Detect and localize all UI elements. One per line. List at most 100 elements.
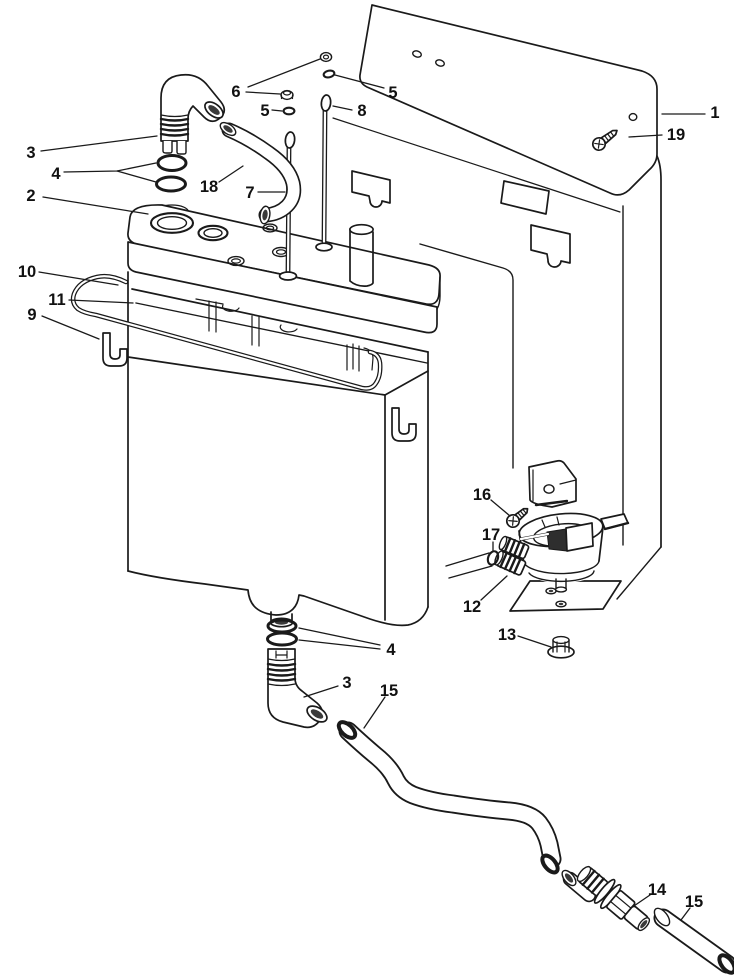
elbow-collar-ribs xyxy=(266,662,297,682)
panel-right-edge xyxy=(656,155,662,548)
lid-grommet-inner xyxy=(203,227,223,238)
handle-wire xyxy=(70,273,383,391)
lid-front-face xyxy=(127,241,438,334)
connector-tube-opening xyxy=(564,873,574,883)
callout-label-5-right: 5 xyxy=(388,84,397,102)
pump-assembly xyxy=(445,459,630,659)
callout-label-4-bottom: 4 xyxy=(386,641,396,659)
leader-line-5-right xyxy=(334,74,385,89)
o-ring xyxy=(266,631,298,647)
callout-label-3-top: 3 xyxy=(26,144,35,162)
lid-hole-inner xyxy=(265,225,275,231)
lid-filler-hole-inner xyxy=(156,215,188,230)
callout-label-5-left: 5 xyxy=(260,102,269,120)
handle-wire-core xyxy=(72,275,382,390)
foot-hole xyxy=(558,602,564,606)
hose-18-end-opening xyxy=(262,209,268,221)
nut-6-facets xyxy=(280,94,294,100)
bracket-foot xyxy=(509,580,622,612)
hose-18-core xyxy=(223,124,300,221)
hose-15-end xyxy=(653,907,671,927)
callout-label-4-top: 4 xyxy=(51,165,61,183)
panel-bottom-crease xyxy=(616,546,662,600)
panel-top-edge xyxy=(332,117,621,213)
pump-clamp-shadow xyxy=(546,528,568,552)
bracket-hole xyxy=(435,59,445,67)
washer-6-hole xyxy=(322,54,330,60)
pump-shaft-core xyxy=(519,532,550,541)
screw-19 xyxy=(591,129,618,152)
top-fittings xyxy=(155,51,336,225)
leader-line-3-top xyxy=(40,135,158,152)
callout-label-3-bottom: 3 xyxy=(342,674,351,692)
keyhole-cutout xyxy=(530,224,571,268)
callout-label-8: 8 xyxy=(357,102,366,120)
tube-8-cap xyxy=(320,94,332,112)
leader-line-13 xyxy=(517,635,552,648)
lid-right-edge xyxy=(436,276,441,310)
bracket-hole xyxy=(628,112,638,122)
hose-15-core xyxy=(655,910,734,972)
pump-bracket-folds xyxy=(532,469,577,502)
pump-bracket-base xyxy=(534,499,569,507)
callout-label-19: 19 xyxy=(667,126,685,144)
pump-bracket xyxy=(528,459,577,508)
rim-interior-detail xyxy=(195,298,374,372)
slot-cutout xyxy=(500,180,550,215)
seal-ring-5 xyxy=(282,106,296,116)
callout-label-18: 18 xyxy=(200,178,218,196)
pump-barb-upper xyxy=(498,535,530,560)
hose-18-end-opening xyxy=(223,125,233,133)
leader-line-11 xyxy=(68,299,134,304)
mounting-clip-left xyxy=(102,332,128,367)
lid-hole-inner xyxy=(275,249,287,255)
nut-13 xyxy=(547,635,575,659)
pump-bracket-hole xyxy=(543,484,555,494)
callout-label-6: 6 xyxy=(231,83,240,101)
tube-8-washer xyxy=(315,242,333,252)
leader-line-19 xyxy=(628,134,663,138)
leader-line-2 xyxy=(42,196,149,215)
leader-line-14 xyxy=(630,894,651,909)
callout-label-17: 17 xyxy=(482,526,500,544)
hose-15-core xyxy=(340,723,560,867)
drain-assembly xyxy=(266,618,734,975)
nut-6-top xyxy=(282,90,292,96)
leader-line-8 xyxy=(332,105,353,111)
callout-label-1: 1 xyxy=(710,104,719,122)
mounting-clip-right xyxy=(391,407,417,442)
tank-lid xyxy=(127,204,441,334)
pump-stud xyxy=(555,578,567,590)
callout-label-15-left: 15 xyxy=(380,682,398,700)
rim-seam-line xyxy=(135,302,428,364)
mounting-bracket xyxy=(332,4,662,612)
leader-line-16 xyxy=(490,499,511,517)
leader-line-10 xyxy=(38,271,119,286)
leader-line-6 xyxy=(245,91,281,95)
elbow-outlet-opening xyxy=(208,105,220,115)
leader-line-4-top xyxy=(63,162,157,173)
leader-line-15-left xyxy=(363,696,386,729)
pump-rim-slots xyxy=(541,516,560,528)
leader-line-6 xyxy=(247,58,321,88)
keyhole-cutout xyxy=(351,170,391,208)
tank-front-top-edge xyxy=(127,356,386,396)
lid-filler-hole xyxy=(149,212,195,234)
pump-tube-lines xyxy=(445,552,493,579)
o-ring xyxy=(156,154,188,172)
hose-15-end-opening xyxy=(336,720,358,740)
callout-label-15-right: 15 xyxy=(685,893,703,911)
pump-stud-end xyxy=(554,586,568,593)
lid-hole xyxy=(262,223,278,233)
leader-line-9 xyxy=(41,315,100,340)
leader-line-15-right xyxy=(680,907,691,921)
callout-label-16: 16 xyxy=(473,486,491,504)
bracket-hole xyxy=(412,50,422,58)
leader-line-12 xyxy=(480,575,508,601)
elbow-collar-edge xyxy=(160,114,189,118)
callout-label-12: 12 xyxy=(463,598,481,616)
callout-label-9: 9 xyxy=(27,306,36,324)
pump-mount-tab-edge xyxy=(603,521,630,531)
lid-hole-inner xyxy=(231,258,242,264)
